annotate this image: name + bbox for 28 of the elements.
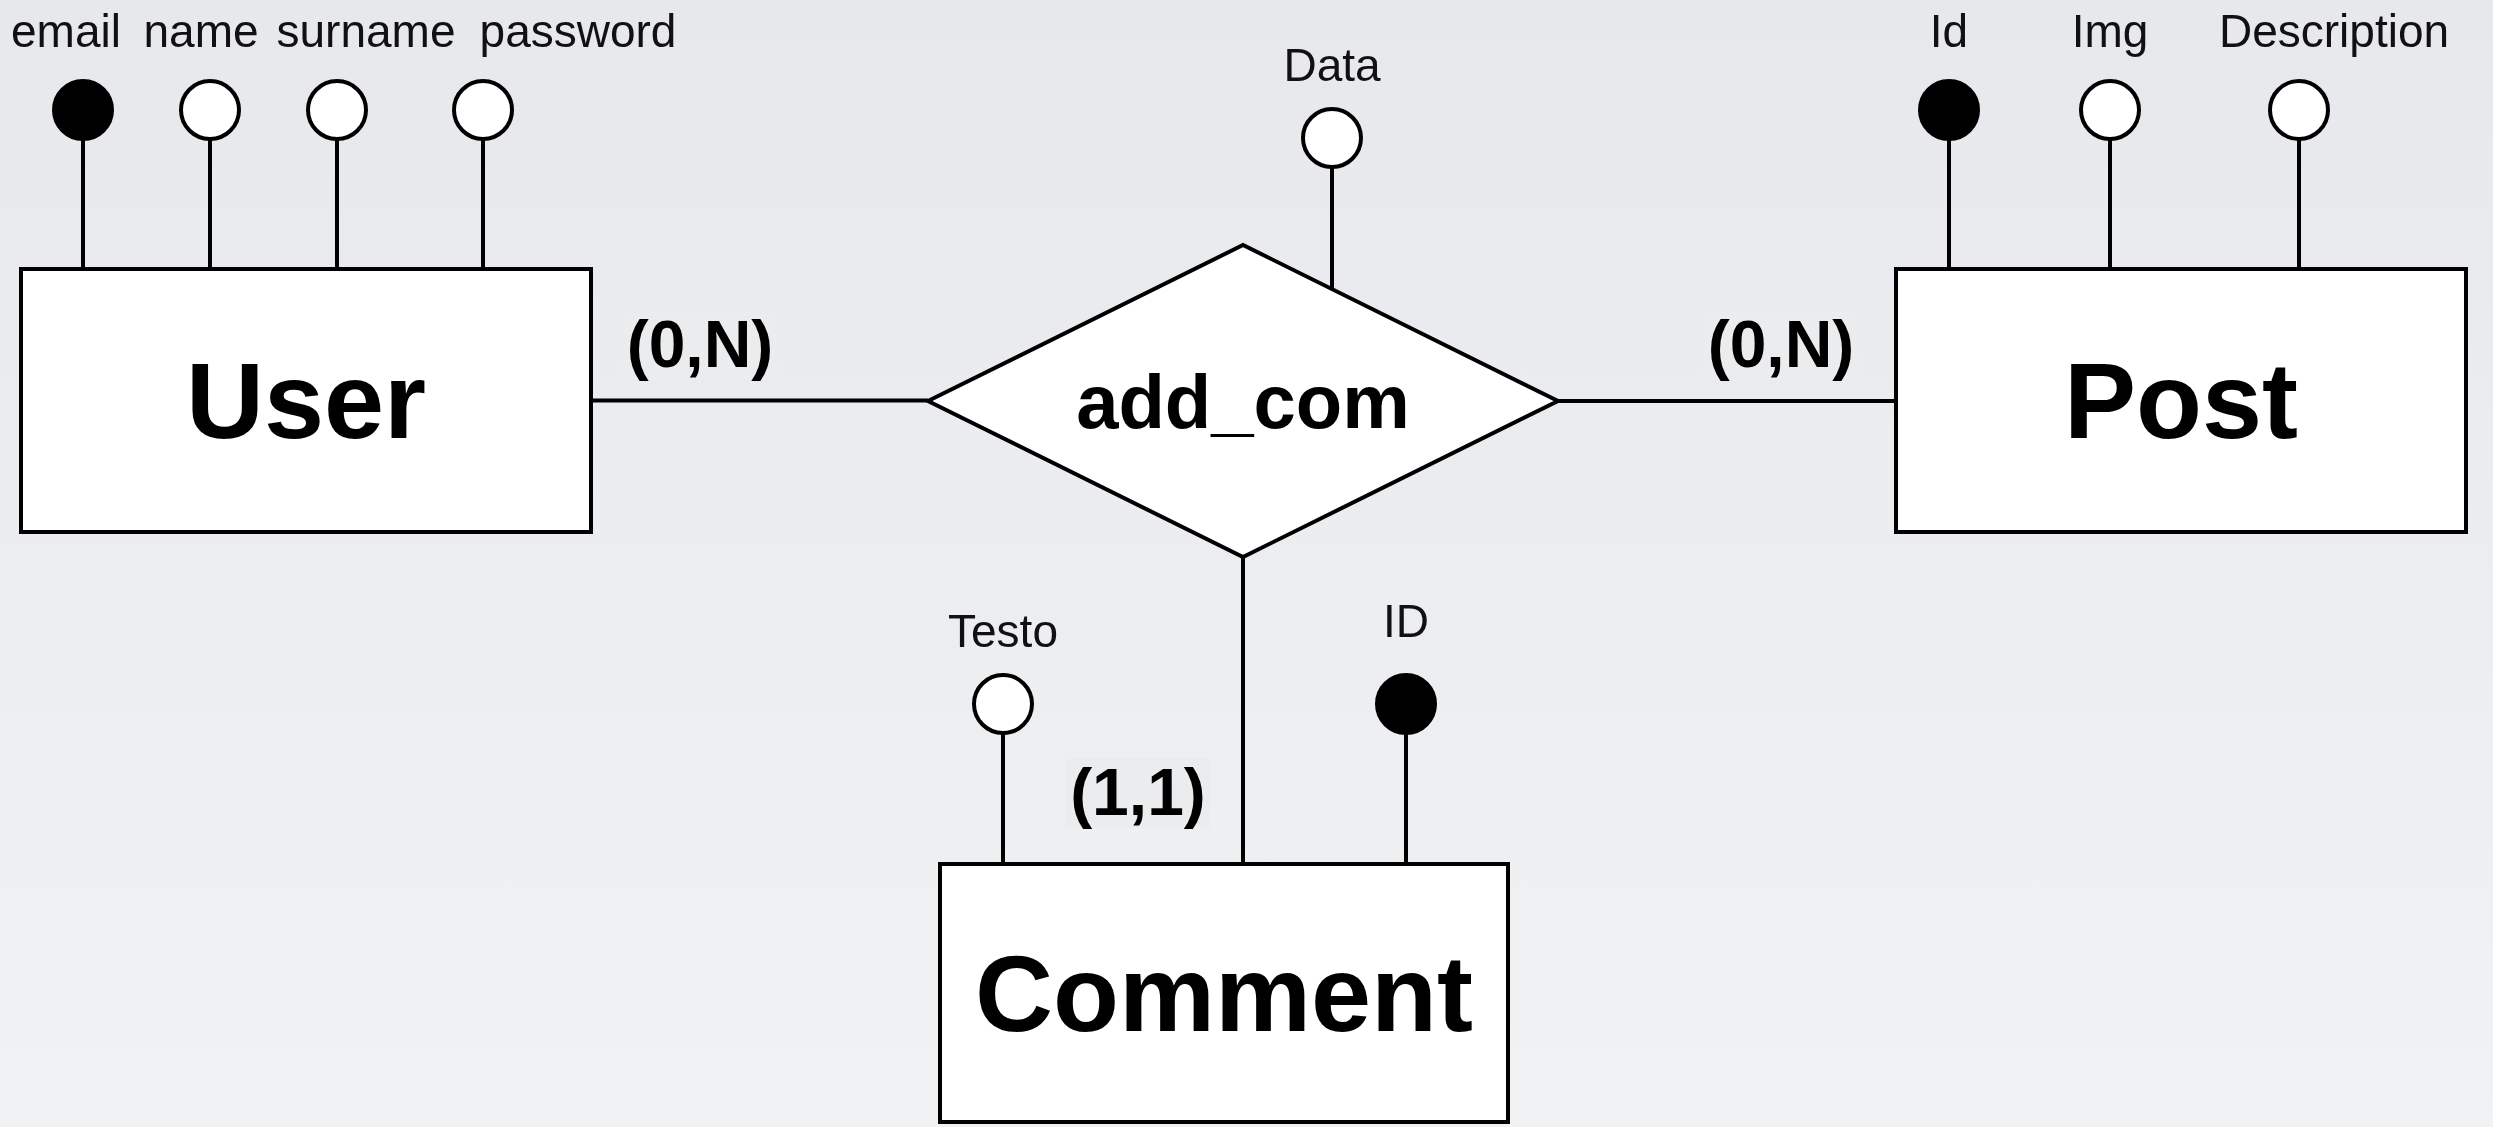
attribute-label: surname — [276, 8, 456, 54]
relationship-line — [593, 398, 928, 403]
entity-name: Comment — [975, 931, 1473, 1056]
entity-box — [938, 862, 1510, 1124]
attribute-label: ID — [1383, 598, 1429, 644]
attribute-label: email — [11, 8, 121, 54]
attribute-label: name — [143, 8, 259, 54]
relationship-line — [1241, 557, 1245, 862]
attribute-line — [208, 139, 212, 267]
attribute-line — [81, 139, 85, 267]
attribute-label: Testo — [948, 608, 1058, 654]
attribute-line — [2108, 139, 2112, 267]
entity-box — [1894, 267, 2468, 534]
entity-box — [19, 267, 593, 534]
attribute-line — [2297, 139, 2301, 267]
attribute-line — [1001, 733, 1005, 862]
relationship-name: add_com — [1076, 357, 1410, 445]
relationship-line — [1558, 399, 1894, 403]
attribute-line — [1330, 167, 1334, 290]
attribute-label: Id — [1929, 8, 1969, 54]
attribute-line — [335, 139, 339, 267]
attribute-line — [481, 139, 485, 267]
entity-name: Post — [2063, 339, 2298, 463]
attribute-label: Data — [1283, 42, 1381, 88]
cardinality-label: (1,1) — [1066, 758, 1210, 828]
attribute-line — [1947, 139, 1951, 267]
entity-name: User — [185, 339, 427, 463]
attribute-line — [1404, 733, 1408, 862]
